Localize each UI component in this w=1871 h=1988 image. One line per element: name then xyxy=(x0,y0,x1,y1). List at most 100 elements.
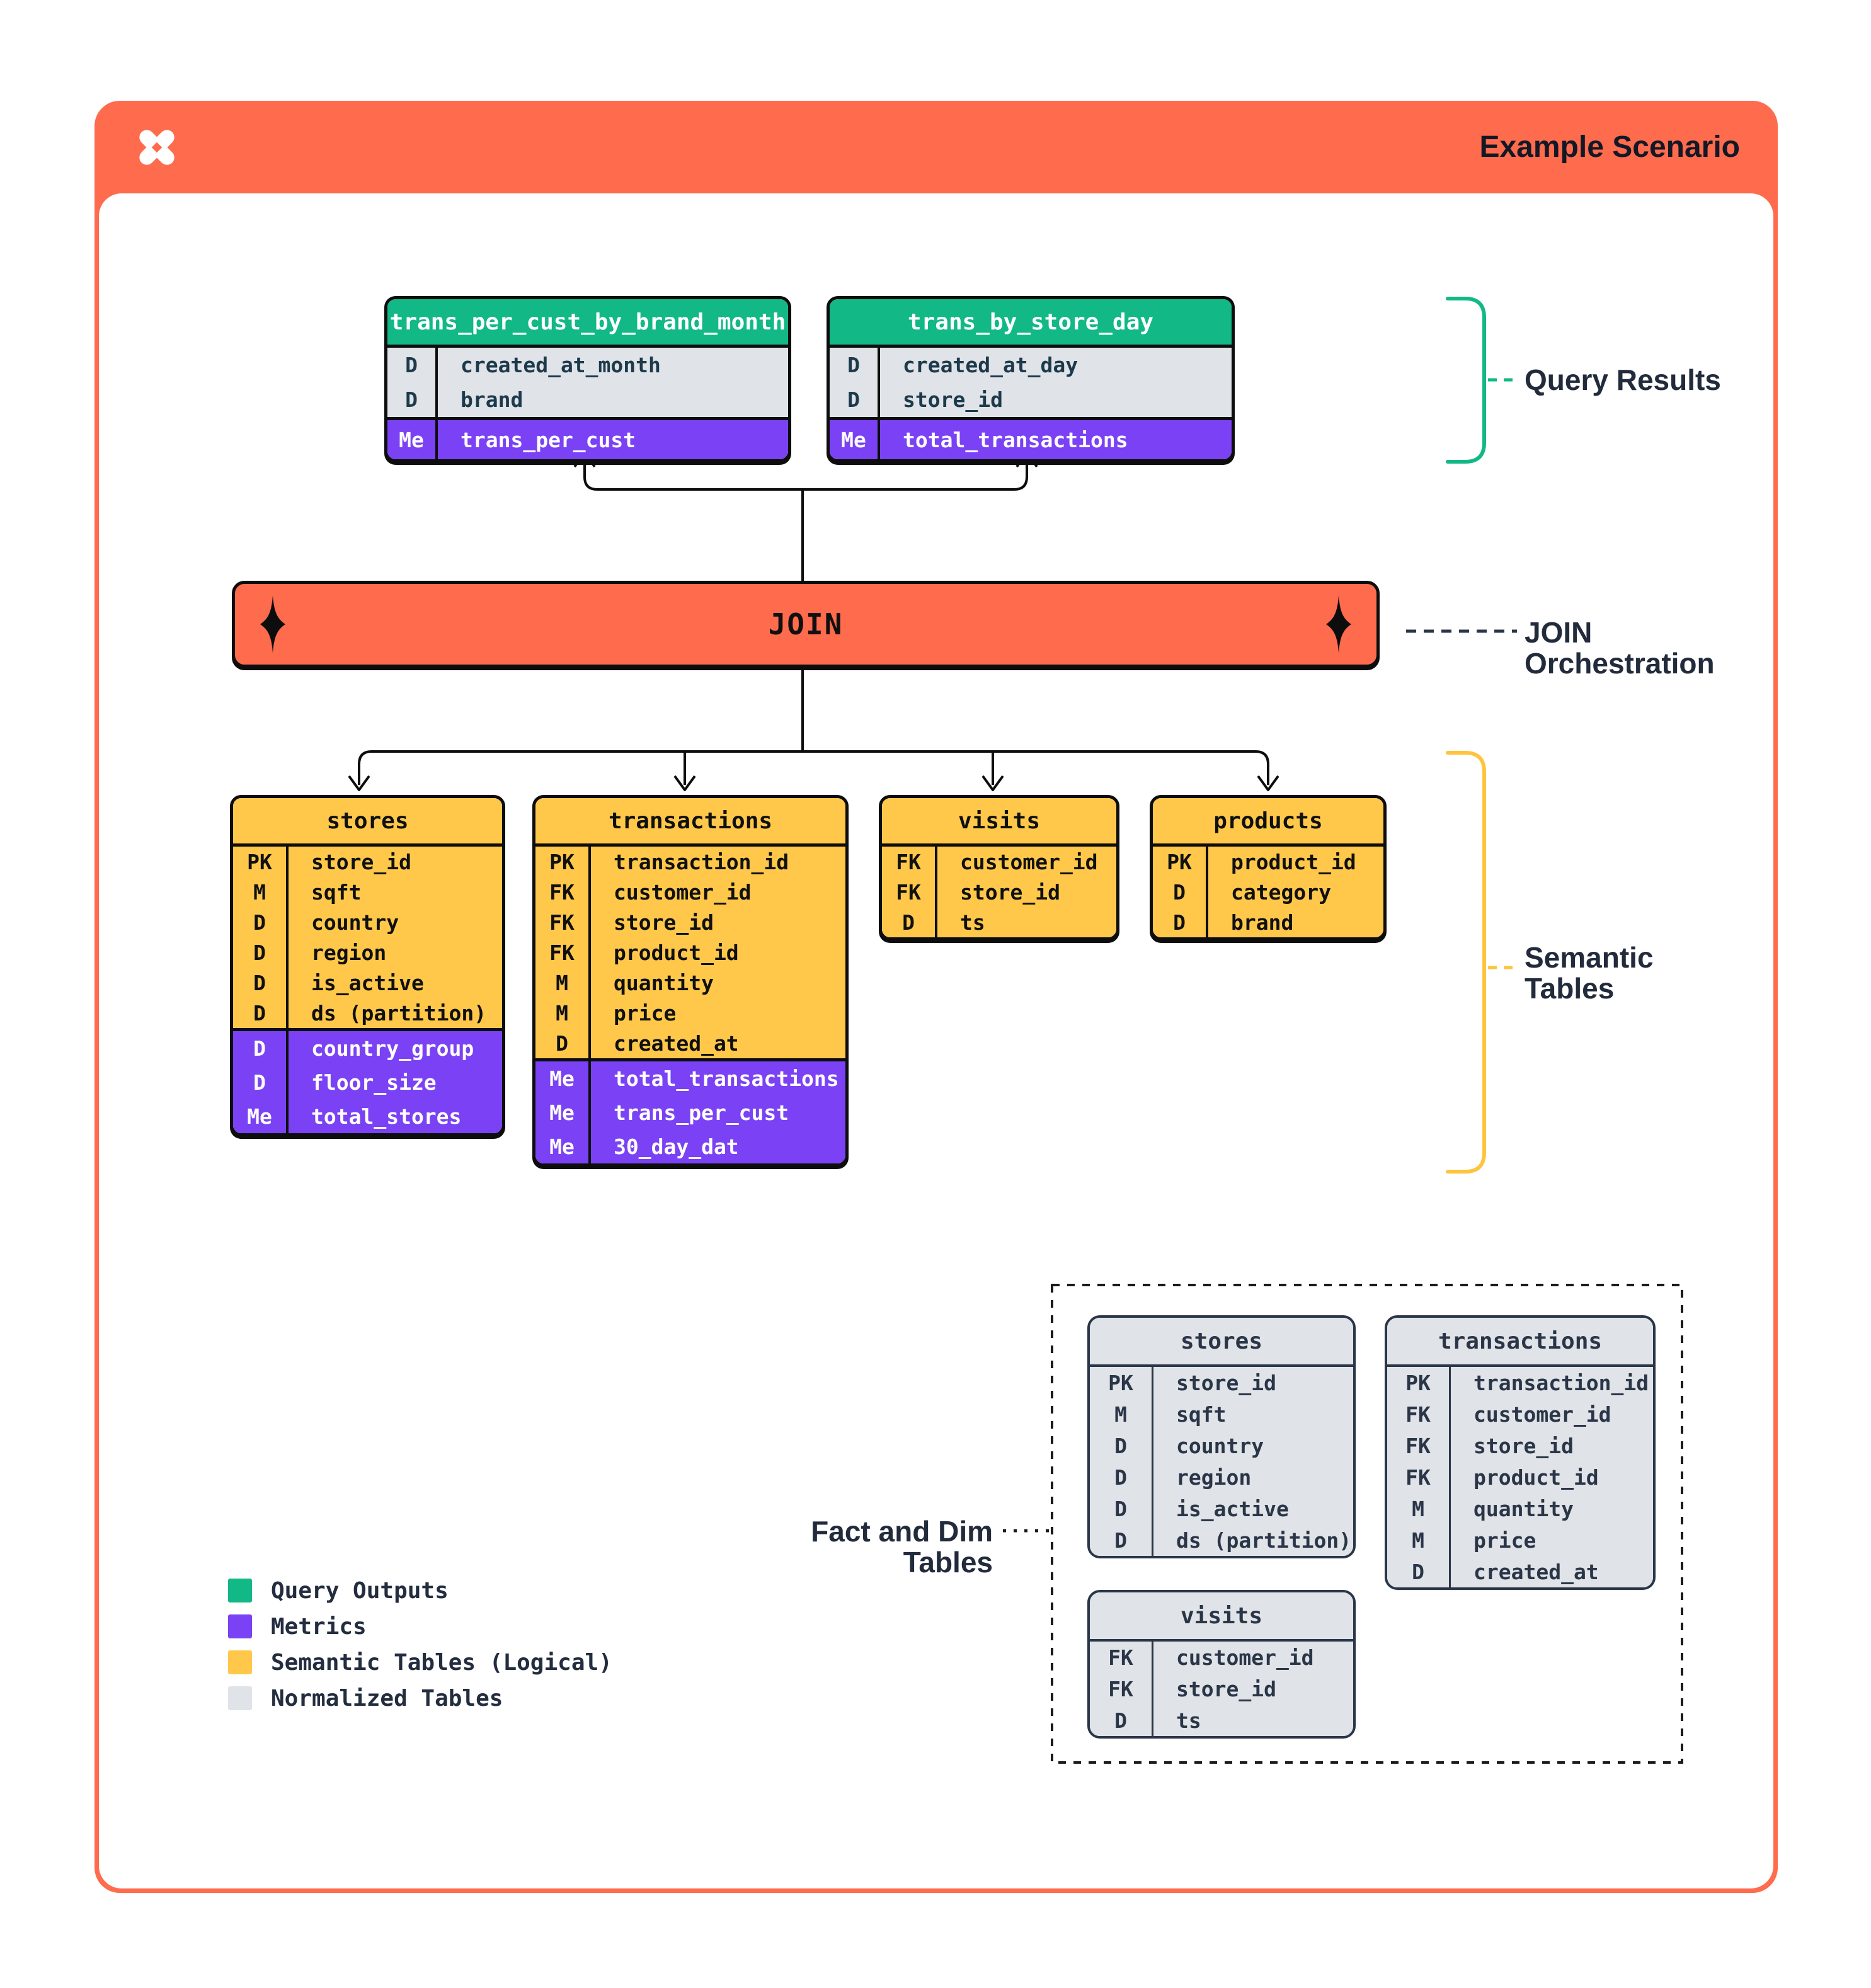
field-key: D xyxy=(1173,879,1186,905)
field-name: quantity xyxy=(1449,1493,1653,1524)
field-key: D xyxy=(253,1036,266,1061)
field-key: FK xyxy=(1108,1645,1133,1670)
field-name: transaction_id xyxy=(1449,1367,1653,1398)
semantic-tables-line1: Semantic xyxy=(1525,941,1654,974)
field-name: product_id xyxy=(588,937,845,968)
field-name: created_at xyxy=(588,1028,845,1058)
page-title: Example Scenario xyxy=(1479,130,1740,164)
field-key: PK xyxy=(247,849,272,874)
field-key: D xyxy=(556,1031,568,1056)
table-title: stores xyxy=(1090,1318,1353,1367)
table-title: trans_by_store_day xyxy=(830,299,1232,348)
semantic-tables-bracket xyxy=(1446,751,1486,1174)
field-key: D xyxy=(1114,1496,1127,1521)
join-to-semantic-branch xyxy=(358,750,1269,785)
field-key: D xyxy=(1114,1528,1127,1553)
field-key: FK xyxy=(549,940,575,965)
table-title: products xyxy=(1153,798,1383,847)
arrow-down-stores-icon xyxy=(348,775,370,791)
field-key: FK xyxy=(896,849,921,874)
field-key: D xyxy=(1412,1559,1424,1584)
field-name: region xyxy=(286,937,502,968)
field-name: price xyxy=(1449,1524,1653,1556)
field-key: D xyxy=(253,970,266,995)
field-name: country_group xyxy=(286,1031,502,1065)
field-name: brand xyxy=(435,382,788,417)
field-name: sqft xyxy=(1152,1398,1353,1430)
field-key: FK xyxy=(1405,1465,1431,1490)
field-key: FK xyxy=(896,879,921,905)
table-row: PK transaction_id xyxy=(1387,1367,1653,1398)
field-name: created_at xyxy=(1449,1556,1653,1587)
field-name: store_id xyxy=(286,847,502,877)
field-key: D xyxy=(405,387,418,412)
join-label: JOIN xyxy=(768,607,844,641)
field-name: product_id xyxy=(1206,847,1383,877)
legend-item: Query Outputs xyxy=(228,1577,612,1604)
field-name: ds (partition) xyxy=(286,998,502,1028)
legend-item: Metrics xyxy=(228,1614,612,1640)
field-name: total_transactions xyxy=(588,1061,845,1095)
field-key: FK xyxy=(1108,1676,1133,1701)
join-orchestration-line1: JOIN xyxy=(1525,616,1593,649)
query-results-bracket xyxy=(1446,297,1486,464)
field-key: PK xyxy=(1108,1370,1133,1395)
legend-label: Normalized Tables xyxy=(271,1685,503,1711)
field-name: country xyxy=(286,907,502,937)
diamond-star-icon xyxy=(260,595,285,653)
card-header: Example Scenario xyxy=(94,101,1778,193)
field-name: customer_id xyxy=(1152,1642,1353,1673)
table-title: visits xyxy=(1090,1592,1353,1642)
field-key: PK xyxy=(549,849,575,874)
field-name: is_active xyxy=(286,968,502,998)
field-name: region xyxy=(1152,1461,1353,1493)
field-key: PK xyxy=(1405,1370,1431,1395)
field-key: D xyxy=(847,387,860,412)
field-name: store_id xyxy=(1152,1673,1353,1705)
field-key: D xyxy=(847,353,860,377)
field-key: Me xyxy=(549,1066,575,1091)
table-title: visits xyxy=(882,798,1116,847)
field-name: store_id xyxy=(588,907,845,937)
field-key: FK xyxy=(1405,1433,1431,1458)
legend-label: Semantic Tables (Logical) xyxy=(271,1649,612,1676)
legend-label: Query Outputs xyxy=(271,1577,449,1604)
table-row: Me total_transactions xyxy=(535,1061,845,1095)
